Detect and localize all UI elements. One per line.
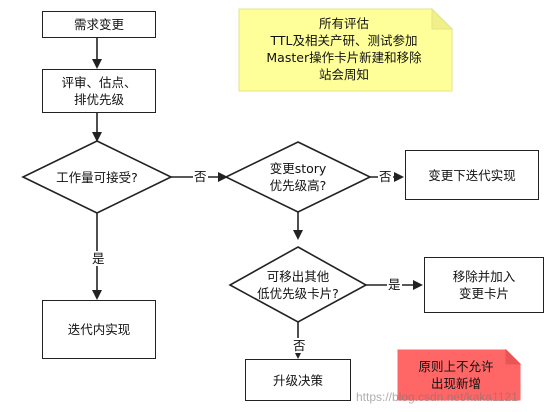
note-yellow-shape: [238, 8, 453, 92]
node-requirement-change: 需求变更: [42, 11, 156, 38]
edge-label-priority-no: 否: [378, 169, 393, 184]
watermark-text: https://blog.csdn.net/kaka1121: [356, 390, 518, 404]
edge-label-acceptable-no: 否: [193, 169, 208, 184]
node-review-estimate: 评审、估点、 排优先级: [42, 69, 156, 113]
node-next-iteration: 变更下迭代实现: [405, 150, 539, 200]
edge-label-acceptable-yes: 是: [91, 251, 106, 266]
decision-priority-shape: [224, 141, 372, 213]
note-yellow-fold: [431, 7, 454, 30]
node-escalate: 升级决策: [245, 359, 351, 401]
node-in-iteration: 迭代内实现: [42, 300, 156, 359]
decision-removable-label: 可移出其他 低优先级卡片?: [257, 269, 339, 301]
note-yellow-text: 所有评估 TTL及相关产研、测试参加 Master操作卡片新建和移除 站会周知: [266, 16, 422, 82]
edge-label-removable-no: 否: [292, 338, 307, 353]
decision-acceptable-shape: [21, 140, 173, 214]
note-red-fold: [505, 348, 522, 365]
note-red-text: 原则上不允许 出现新增: [418, 359, 494, 391]
decision-removable-shape: [228, 246, 368, 323]
edge-label-removable-yes: 是: [387, 277, 402, 292]
node-remove-add: 移除并加入 变更卡片: [424, 257, 544, 313]
decision-priority-label: 变更story 优先级高?: [269, 161, 327, 193]
decision-acceptable-label: 工作量可接受?: [56, 169, 138, 185]
note-red-shape: [397, 349, 521, 401]
